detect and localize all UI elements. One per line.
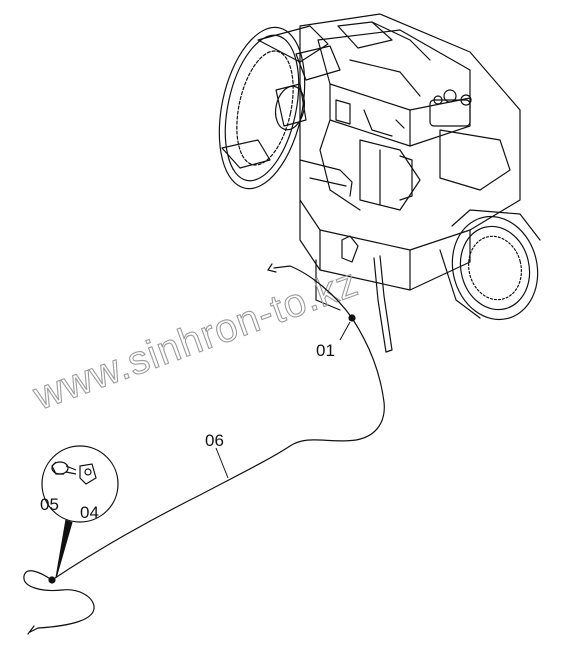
engine-block [295,13,521,353]
flywheel-housing [439,209,541,321]
watermark: www.sinhron-to.kz [27,260,364,419]
callout-01: 01 [316,341,335,360]
cable-end-loop [23,570,95,629]
engine-assembly [218,13,541,353]
callout-05: 05 [40,495,59,514]
callout-leaders [215,321,351,479]
callout-06: 06 [205,431,224,450]
cable-terminal [27,625,39,635]
bolt-part-05 [51,461,77,475]
callout-04: 04 [80,503,99,522]
ground-cable [23,263,385,635]
detail-view [41,445,119,579]
nut-part-04 [79,463,97,485]
cooling-fan [218,25,329,190]
